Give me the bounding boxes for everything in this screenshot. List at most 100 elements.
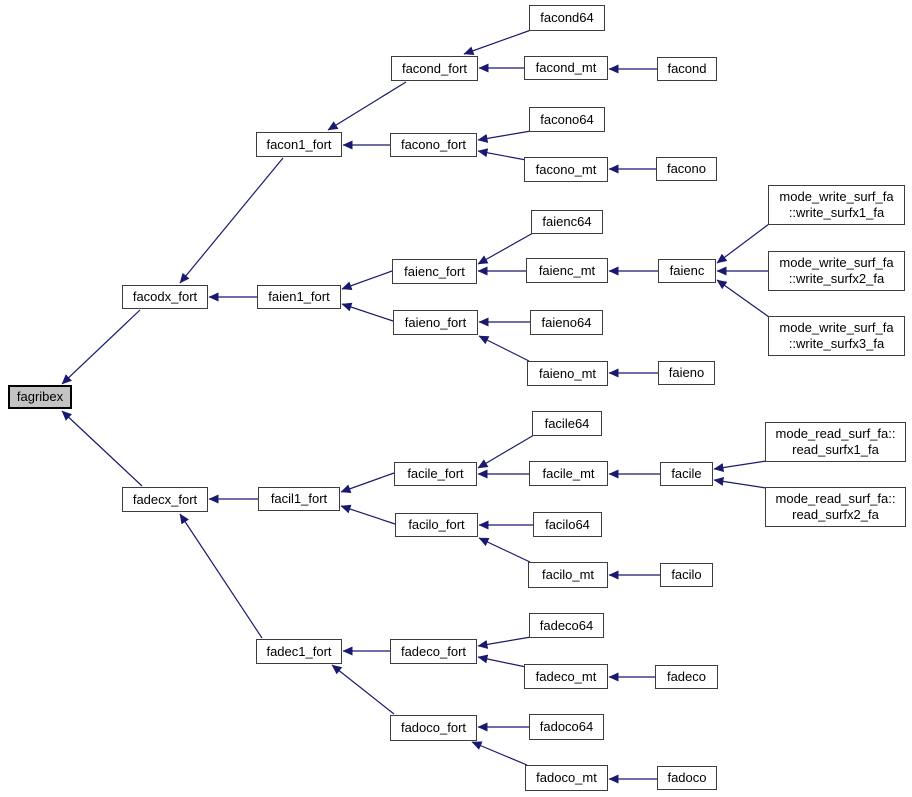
edge-facon1_fort-to-facodx_fort xyxy=(179,157,284,284)
graph-node-fadec1_fort[interactable]: fadec1_fort xyxy=(256,639,342,664)
node-label: facond_fort xyxy=(401,60,468,76)
node-label: facile_fort xyxy=(407,466,464,481)
graph-node-faien1_fort[interactable]: faien1_fort xyxy=(257,285,341,309)
node-label: read_surfx2_fa xyxy=(792,507,879,522)
node-label: fadecx_fort xyxy=(132,491,198,507)
graph-node-fadeco_fort[interactable]: fadeco_fort xyxy=(390,639,477,664)
node-label: faieno xyxy=(668,365,705,380)
graph-node-facilo_mt[interactable]: facilo_mt xyxy=(528,562,608,588)
graph-node-facil1_fort[interactable]: facil1_fort xyxy=(258,487,340,511)
node-label: faieno64 xyxy=(541,314,592,330)
graph-node-facilo[interactable]: facilo xyxy=(660,563,713,587)
graph-node-fagribex: fagribex xyxy=(8,385,72,409)
graph-node-read_surfx2_fa[interactable]: mode_read_surf_fa::read_surfx2_fa xyxy=(765,487,906,527)
graph-node-facono[interactable]: facono xyxy=(656,157,717,181)
node-label: ::write_surfx1_fa xyxy=(788,205,885,220)
edge-fadeco_mt-to-fadeco_fort xyxy=(477,654,527,668)
node-label: faien1_fort xyxy=(268,289,330,304)
node-label: fadec1_fort xyxy=(266,643,332,659)
graph-node-write_surfx3_fa[interactable]: mode_write_surf_fa::write_surfx3_fa xyxy=(768,316,905,356)
node-label: fadoco_fort xyxy=(400,720,467,735)
graph-node-fadoco_fort[interactable]: fadoco_fort xyxy=(390,715,477,741)
graph-node-facono_mt[interactable]: facono_mt xyxy=(524,157,608,182)
node-label: faieno_fort xyxy=(404,314,467,330)
node-label: mode_write_surf_fa xyxy=(779,255,894,270)
node-label: faienc64 xyxy=(542,214,592,229)
node-label: read_surfx1_fa xyxy=(792,442,879,457)
node-label: facile_mt xyxy=(542,465,595,481)
graph-node-facond_fort[interactable]: facond_fort xyxy=(391,56,478,81)
edge-facile64-to-facile_fort xyxy=(477,434,535,469)
graph-node-facono_fort[interactable]: facono_fort xyxy=(390,133,477,157)
edge-fadoco_mt-to-fadoco_fort xyxy=(471,741,528,766)
node-label: facono64 xyxy=(540,111,594,127)
graph-node-facond64[interactable]: facond64 xyxy=(529,5,605,31)
node-label: ::write_surfx3_fa xyxy=(788,336,885,351)
edge-faienc_fort-to-faien1_fort xyxy=(341,270,393,291)
graph-node-write_surfx2_fa[interactable]: mode_write_surf_fa::write_surfx2_fa xyxy=(768,251,905,291)
edge-fadec1_fort-to-fadecx_fort xyxy=(179,513,263,639)
node-label: fadeco64 xyxy=(539,617,594,633)
graph-node-faieno64[interactable]: faieno64 xyxy=(530,310,603,335)
graph-node-facile_mt[interactable]: facile_mt xyxy=(529,461,608,486)
graph-node-facond[interactable]: facond xyxy=(657,57,717,81)
node-label: mode_write_surf_fa xyxy=(779,320,894,335)
graph-node-facodx_fort[interactable]: facodx_fort xyxy=(122,285,208,309)
node-label: fadoco64 xyxy=(539,719,594,734)
edge-facond_fort-to-facon1_fort xyxy=(327,81,407,131)
node-label: faieno_mt xyxy=(538,365,597,381)
graph-node-facono64[interactable]: facono64 xyxy=(529,107,605,132)
node-label: facond_mt xyxy=(535,60,597,75)
edge-read_surfx2_fa-to-facile xyxy=(713,476,767,489)
edge-faieno_mt-to-faieno_fort xyxy=(478,335,530,362)
graph-node-fadoco_mt[interactable]: fadoco_mt xyxy=(525,765,608,791)
node-label: mode_write_surf_fa xyxy=(779,189,894,204)
graph-node-facilo64[interactable]: facilo64 xyxy=(533,512,602,537)
edge-facilo_fort-to-facil1_fort xyxy=(340,504,396,525)
graph-node-fadoco64[interactable]: fadoco64 xyxy=(529,714,604,740)
node-label: facon1_fort xyxy=(266,136,332,152)
edge-read_surfx1_fa-to-facile xyxy=(713,460,767,473)
node-label: facono_fort xyxy=(400,137,467,152)
node-label: fagribex xyxy=(16,389,64,404)
edge-faieno_fort-to-faien1_fort xyxy=(341,302,394,322)
graph-node-faieno_fort[interactable]: faieno_fort xyxy=(393,310,478,335)
edge-facodx_fort-to-fagribex xyxy=(61,309,141,385)
graph-node-faienc_mt[interactable]: faienc_mt xyxy=(526,258,608,283)
graph-node-faienc_fort[interactable]: faienc_fort xyxy=(392,259,477,284)
graph-node-fadecx_fort[interactable]: fadecx_fort xyxy=(122,487,208,512)
graph-node-facon1_fort[interactable]: facon1_fort xyxy=(256,132,342,157)
graph-node-read_surfx1_fa[interactable]: mode_read_surf_fa::read_surfx1_fa xyxy=(765,422,906,462)
graph-node-fadoco[interactable]: fadoco xyxy=(657,766,717,790)
node-label: fadoco_mt xyxy=(536,770,597,785)
node-label: facono_mt xyxy=(535,161,597,177)
node-label: facile64 xyxy=(544,415,590,431)
graph-node-faienc64[interactable]: faienc64 xyxy=(531,210,603,234)
edge-facono_mt-to-facono_fort xyxy=(477,148,527,161)
graph-node-faieno_mt[interactable]: faieno_mt xyxy=(527,361,608,386)
node-label: faienc_mt xyxy=(538,262,596,278)
edge-facono64-to-facono_fort xyxy=(477,130,532,143)
graph-node-facile[interactable]: facile xyxy=(660,462,713,486)
graph-node-facond_mt[interactable]: facond_mt xyxy=(524,56,608,80)
edge-write_surfx3_fa-to-faienc xyxy=(716,279,770,318)
graph-node-faieno[interactable]: faieno xyxy=(658,361,715,385)
graph-node-write_surfx1_fa[interactable]: mode_write_surf_fa::write_surfx1_fa xyxy=(768,185,905,225)
graph-node-fadeco64[interactable]: fadeco64 xyxy=(529,613,604,638)
graph-node-facile64[interactable]: facile64 xyxy=(532,411,602,436)
node-label: facond xyxy=(667,61,707,76)
graph-node-facilo_fort[interactable]: facilo_fort xyxy=(395,513,478,537)
node-label: facilo_fort xyxy=(408,517,465,532)
edge-faienc64-to-faienc_fort xyxy=(477,232,534,265)
graph-node-faienc[interactable]: faienc xyxy=(658,259,716,283)
graph-node-fadeco_mt[interactable]: fadeco_mt xyxy=(524,664,608,689)
edge-fadoco_fort-to-fadec1_fort xyxy=(331,664,395,715)
node-label: facilo xyxy=(671,567,702,582)
graph-node-fadeco[interactable]: fadeco xyxy=(655,665,718,689)
edge-facilo_mt-to-facilo_fort xyxy=(478,537,531,563)
node-label: facodx_fort xyxy=(132,289,198,304)
graph-node-facile_fort[interactable]: facile_fort xyxy=(394,462,477,486)
node-label: facond64 xyxy=(540,10,594,25)
